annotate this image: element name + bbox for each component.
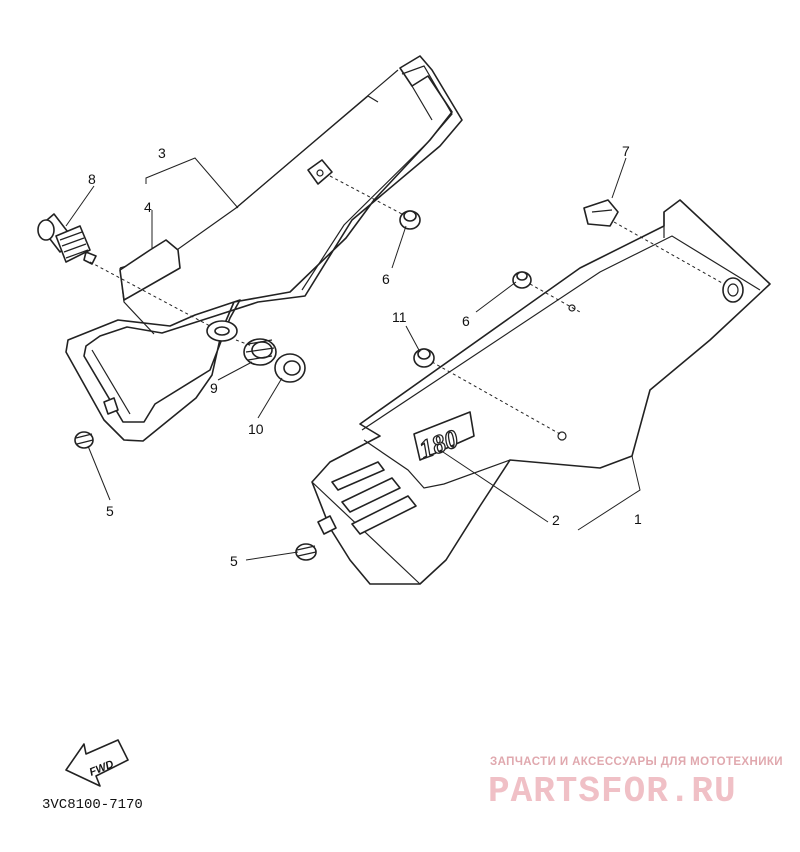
- label-1: 1: [634, 511, 642, 527]
- vent-slots: [331, 461, 417, 535]
- grommet-part-11: [413, 348, 435, 368]
- label-9: 9: [210, 380, 218, 396]
- label-2: 2: [552, 512, 560, 528]
- label-8: 8: [88, 171, 96, 187]
- label-7: 7: [622, 143, 630, 159]
- diagram-part-code: 3VC8100-7170: [42, 797, 143, 813]
- screw-part-8: [37, 213, 97, 265]
- watermark-brand: PARTSFOR.RU: [488, 771, 737, 812]
- label-6-upper: 6: [382, 271, 390, 287]
- label-4: 4: [144, 199, 152, 215]
- label-5-left: 5: [106, 503, 114, 519]
- callout-labels: 1 2 3 4 5 5 6 6 7 8 9 10 11: [88, 143, 642, 569]
- left-side-cover: [65, 55, 463, 442]
- grommet-part-5b: [295, 543, 317, 561]
- grommet-part-6a: [399, 210, 421, 230]
- damper-part-7: [583, 199, 619, 227]
- washer-part-10: [274, 353, 306, 383]
- grommet-part-6b: [512, 271, 532, 289]
- label-3: 3: [158, 145, 166, 161]
- watermark-tagline: ЗАПЧАСТИ И АКСЕССУАРЫ ДЛЯ МОТОТЕХНИКИ: [490, 756, 783, 768]
- forward-arrow-icon: FWD: [65, 739, 129, 787]
- leader-lines: [65, 157, 641, 561]
- label-6-right: 6: [462, 313, 470, 329]
- label-10: 10: [248, 421, 264, 437]
- right-side-cover: [311, 199, 771, 585]
- collar-part-9: [243, 338, 277, 366]
- grommet-part-5a: [74, 431, 94, 449]
- assembly-lines: [89, 175, 725, 441]
- label-5-bottom: 5: [230, 553, 238, 569]
- label-11: 11: [392, 309, 407, 325]
